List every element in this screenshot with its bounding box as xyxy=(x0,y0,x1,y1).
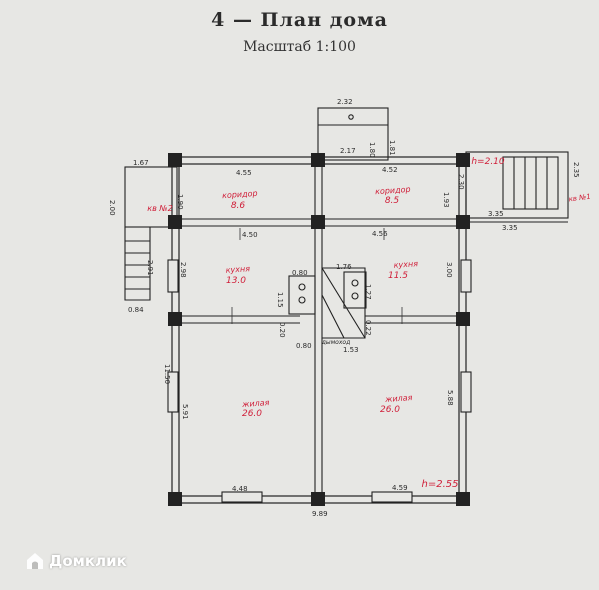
window-kitchen-left xyxy=(167,259,179,293)
room-name-corridor-right: коридор xyxy=(375,185,411,196)
porch-label-right: кв №1 xyxy=(568,193,591,204)
room-area-corridor-right: 8.5 xyxy=(385,196,400,206)
junction-center xyxy=(311,215,325,229)
stove-left-burner-icon xyxy=(298,283,306,291)
junction-left-1 xyxy=(168,215,182,229)
corner-nw xyxy=(168,153,182,167)
dim-stove-right-h: 1.27 xyxy=(364,284,372,300)
dim-top-right: 4.52 xyxy=(382,166,398,174)
dim-kitchen-right-h: 3.00 xyxy=(445,262,453,278)
dim-top-annex: 2.32 xyxy=(337,98,353,106)
annex-lamp-icon xyxy=(348,114,354,120)
watermark-text: Домклик xyxy=(49,552,127,570)
room-area-kitchen-right: 11.5 xyxy=(388,271,408,281)
stove-right-burner-icon xyxy=(351,279,359,287)
interior-walls xyxy=(179,164,459,496)
height-label-bottom: h=2.55 xyxy=(422,479,459,490)
house-logo-icon xyxy=(27,553,43,569)
dim-left-room-h: 5.91 xyxy=(181,404,189,420)
dim-right-porch-top: 2.35 xyxy=(572,162,580,178)
dim-top-left: 4.55 xyxy=(236,169,252,177)
room-area-living-left: 26.0 xyxy=(242,409,262,419)
corner-se xyxy=(456,492,470,506)
dim-kitchen-right-w: 4.56 xyxy=(372,230,388,238)
window-left xyxy=(167,371,179,413)
room-name-kitchen-left: кухня xyxy=(225,264,250,275)
room-area-kitchen-left: 13.0 xyxy=(226,276,246,286)
porch-label-left: кв №2 xyxy=(147,204,173,213)
window-bottom-right xyxy=(371,491,413,503)
exterior-walls xyxy=(171,156,467,504)
left-porch-stairs xyxy=(124,227,151,301)
dim-kitchen-left-w: 4.50 xyxy=(242,231,258,239)
dim-right-room-h: 5.88 xyxy=(446,390,454,406)
dim-right-porch-w: 3.35 xyxy=(488,210,504,218)
room-name-living-right: жилая xyxy=(384,393,413,404)
dim-stove-gap-d: 0.22 xyxy=(364,320,372,336)
dim-stove-gap-c: 1.53 xyxy=(343,346,359,354)
room-area-living-right: 26.0 xyxy=(380,405,400,415)
dim-stove-left-h: 1.15 xyxy=(276,292,284,308)
dim-top-mid: 2.17 xyxy=(340,147,356,155)
dim-corr-left: 1.90 xyxy=(176,194,184,210)
right-porch-stairs xyxy=(502,156,559,210)
stove-right-burner-icon xyxy=(351,292,359,300)
dim-left-total: 11.50 xyxy=(163,364,171,384)
junction-top xyxy=(311,153,325,167)
junction-left-2 xyxy=(168,312,182,326)
room-name-corridor-left: коридор xyxy=(222,189,258,200)
dim-right-small: 1.93 xyxy=(442,192,450,208)
window-kitchen-right xyxy=(460,259,472,293)
dim-top-left-ext: 1.67 xyxy=(133,159,149,167)
room-name-living-left: жилая xyxy=(241,398,270,409)
top-annex xyxy=(317,107,389,161)
dim-bottom-right: 4.59 xyxy=(392,484,408,492)
dim-bottom-total: 9.89 xyxy=(312,510,328,518)
stove-right xyxy=(343,271,367,309)
window-bottom-left xyxy=(221,491,263,503)
watermark-logo: Домклик xyxy=(26,552,127,570)
junction-right-2 xyxy=(456,312,470,326)
dim-right-porch-w2: 3.35 xyxy=(502,224,518,232)
dim-left-porch-h: 2.00 xyxy=(108,200,116,216)
window-right xyxy=(460,371,472,413)
room-area-corridor-left: 8.6 xyxy=(231,201,246,211)
page-title: 4 — План дома xyxy=(211,9,388,31)
scale-label: Масштаб 1:100 xyxy=(243,39,356,55)
corner-sw xyxy=(168,492,182,506)
junction-bottom xyxy=(311,492,325,506)
height-label-top: h=2.10 xyxy=(471,157,505,167)
stove-left xyxy=(288,275,316,315)
dim-left-porch-step: 2.91 xyxy=(146,260,154,276)
dim-bottom-left: 4.48 xyxy=(232,485,248,493)
dim-stove-left-w: 0.80 xyxy=(292,269,308,277)
junction-right-1 xyxy=(456,215,470,229)
stove-left-burner-icon xyxy=(298,296,306,304)
dim-left-porch-w: 0.84 xyxy=(128,306,144,314)
corner-ne xyxy=(456,153,470,167)
room-name-kitchen-right: кухня xyxy=(393,259,418,270)
dim-annex-side2: 1.81 xyxy=(388,140,396,156)
left-porch xyxy=(124,166,178,228)
dim-stove-gap-a: 0.20 xyxy=(278,322,286,338)
dim-kitchen-left-h: 2.98 xyxy=(179,262,187,278)
chimney-block xyxy=(321,267,366,339)
dim-right-wall: 2.30 xyxy=(457,174,465,190)
dim-stove-right-w: 1.76 xyxy=(336,263,352,271)
dim-stove-gap-b: 0.80 xyxy=(296,342,312,350)
dim-annex-side: 1.80 xyxy=(368,142,376,158)
chimney-label: дымоход xyxy=(321,339,350,346)
